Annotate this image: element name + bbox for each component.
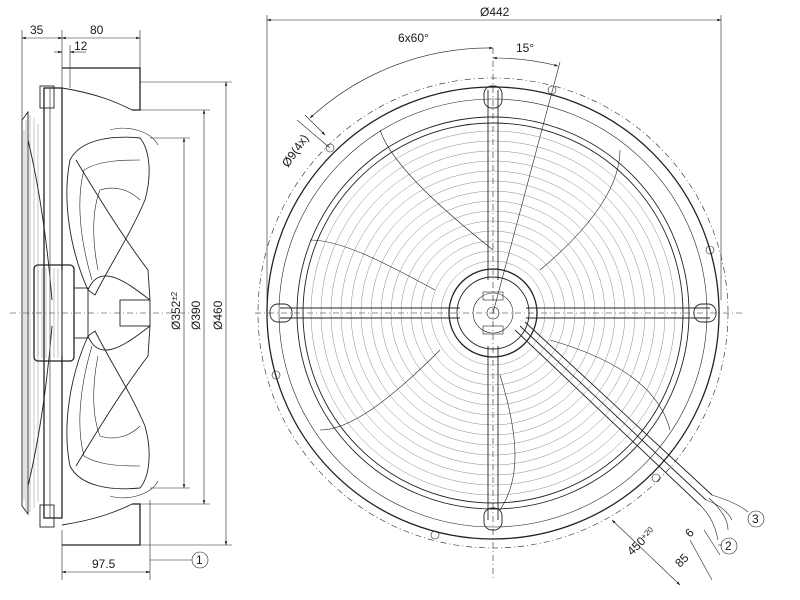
dim-97-5: 97.5 — [92, 557, 116, 571]
bolt-lug-bottom — [39, 504, 55, 528]
lug-bottom — [483, 507, 503, 531]
cable-bundle — [514, 321, 713, 506]
guard-struts — [280, 90, 710, 520]
housing-top — [62, 67, 141, 111]
dim-442: Ø442 — [480, 5, 510, 19]
dim-12: 12 — [74, 39, 88, 53]
blade-outlines — [309, 129, 671, 511]
dim-35: 35 — [30, 23, 44, 37]
dim-hole: Ø9(4x) — [279, 132, 312, 170]
dim-cable-length: 450+20 — [624, 524, 658, 558]
dim-6: 6 — [682, 525, 697, 540]
callout-2-circle — [720, 537, 738, 555]
callout-1-circle — [191, 551, 209, 569]
housing-bottom — [62, 503, 141, 546]
guard-rings — [310, 130, 676, 496]
callout-1: 1 — [196, 553, 203, 567]
callout-3: 3 — [752, 512, 759, 526]
blade-lower — [66, 330, 150, 490]
cable-wires — [699, 494, 749, 541]
side-view: 35 80 12 Ø352±2 Ø390 Ø460 97.5 1 — [10, 23, 232, 580]
dim-85: 85 — [672, 551, 692, 571]
lug-right — [693, 303, 717, 323]
bolt-lug-top — [39, 85, 55, 109]
callout-2: 2 — [725, 539, 732, 553]
blade-upper — [66, 136, 150, 296]
lug-left — [269, 303, 293, 323]
dim-352: Ø352±2 — [169, 291, 183, 330]
front-view: Ø442 — [255, 5, 765, 586]
dim-6x60: 6x60° — [398, 31, 429, 45]
front-hub — [448, 268, 538, 358]
blade-root — [119, 299, 151, 327]
dim-460: Ø460 — [211, 300, 225, 330]
dim-390: Ø390 — [189, 300, 203, 330]
mounting-plate — [43, 87, 63, 519]
mounting-holes — [271, 85, 715, 540]
dim-15: 15° — [516, 41, 534, 55]
callout-3-circle — [747, 510, 765, 528]
dim-80: 80 — [90, 23, 104, 37]
guard-grill — [21, 110, 29, 516]
